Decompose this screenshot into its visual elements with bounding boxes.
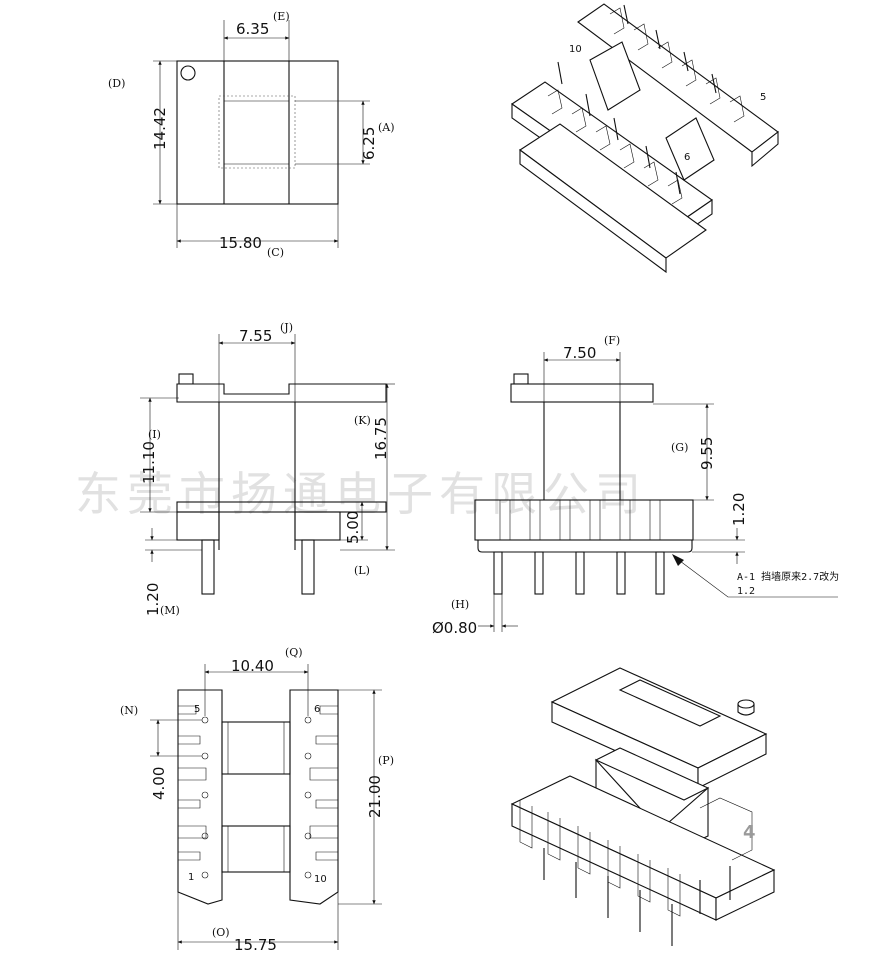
bottom-pin-5: 5 [194,704,200,715]
revision-note-line2: 1.2 [737,586,755,597]
tag-l: (L) [354,564,370,577]
tag-e: (E) [273,10,290,23]
dim-a: 6.25 [360,127,378,160]
dim-k: 16.75 [372,417,390,460]
tag-p: (P) [378,754,394,767]
iso-pin-5: 5 [760,92,766,103]
tag-c: (C) [267,246,284,259]
tag-k: (K) [354,414,371,427]
top-view: 6.35 (E) 6.25 (A) 14.42 (D) 15.80 (C) [108,10,395,259]
dim-q: 10.40 [231,657,274,675]
dim-c: 15.80 [219,234,262,252]
dim-i: 11.10 [140,441,158,484]
iso-bottom-view: 4 [510,667,776,946]
dim-g2: 1.20 [730,493,748,526]
tag-a: (A) [378,121,395,134]
tag-m: (M) [160,604,180,617]
bottom-pin-1: 1 [188,872,194,883]
tag-q: (Q) [285,646,303,659]
dim-h: Ø0.80 [432,619,477,637]
tag-i: (I) [148,428,161,441]
front-view: 7.55 (J) 11.10 (I) 16.75 (K) 5.00 (L) 1.… [140,321,395,617]
iso-pin-6: 6 [684,152,690,163]
tag-j: (J) [280,321,293,334]
tag-o: (O) [212,926,230,939]
dim-j: 7.55 [239,327,272,345]
dim-g: 9.55 [698,437,716,470]
tag-h: (H) [451,598,469,611]
dim-o: 15.75 [234,936,277,954]
dim-e: 6.35 [236,20,269,38]
dim-m: 1.20 [144,583,162,616]
bottom-pin-6: 6 [314,704,320,715]
iso-top-view: 10 5 6 [511,3,779,274]
dim-p: 21.00 [366,775,384,818]
dim-l: 5.00 [344,511,362,544]
dim-f: 7.50 [563,344,596,362]
bottom-view: 5 6 1 10 10.40 (Q) (N) 4.00 21.00 (P) 15… [120,646,394,954]
revision-note-line1: A-1 挡墙原来2.7改为 [737,570,839,583]
tag-g: (G) [671,441,688,454]
side-view: 7.50 (F) 9.55 (G) 1.20 A-1 挡墙原来2.7改为 1.2… [432,334,839,637]
dim-n: 4.00 [150,767,168,800]
iso-label-4: 4 [743,822,756,843]
tag-d: (D) [108,77,125,90]
bottom-pin-10: 10 [314,874,327,885]
tag-n: (N) [120,704,138,717]
dim-d: 14.42 [151,107,169,150]
tag-f: (F) [604,334,620,347]
iso-pin-10: 10 [569,44,582,55]
